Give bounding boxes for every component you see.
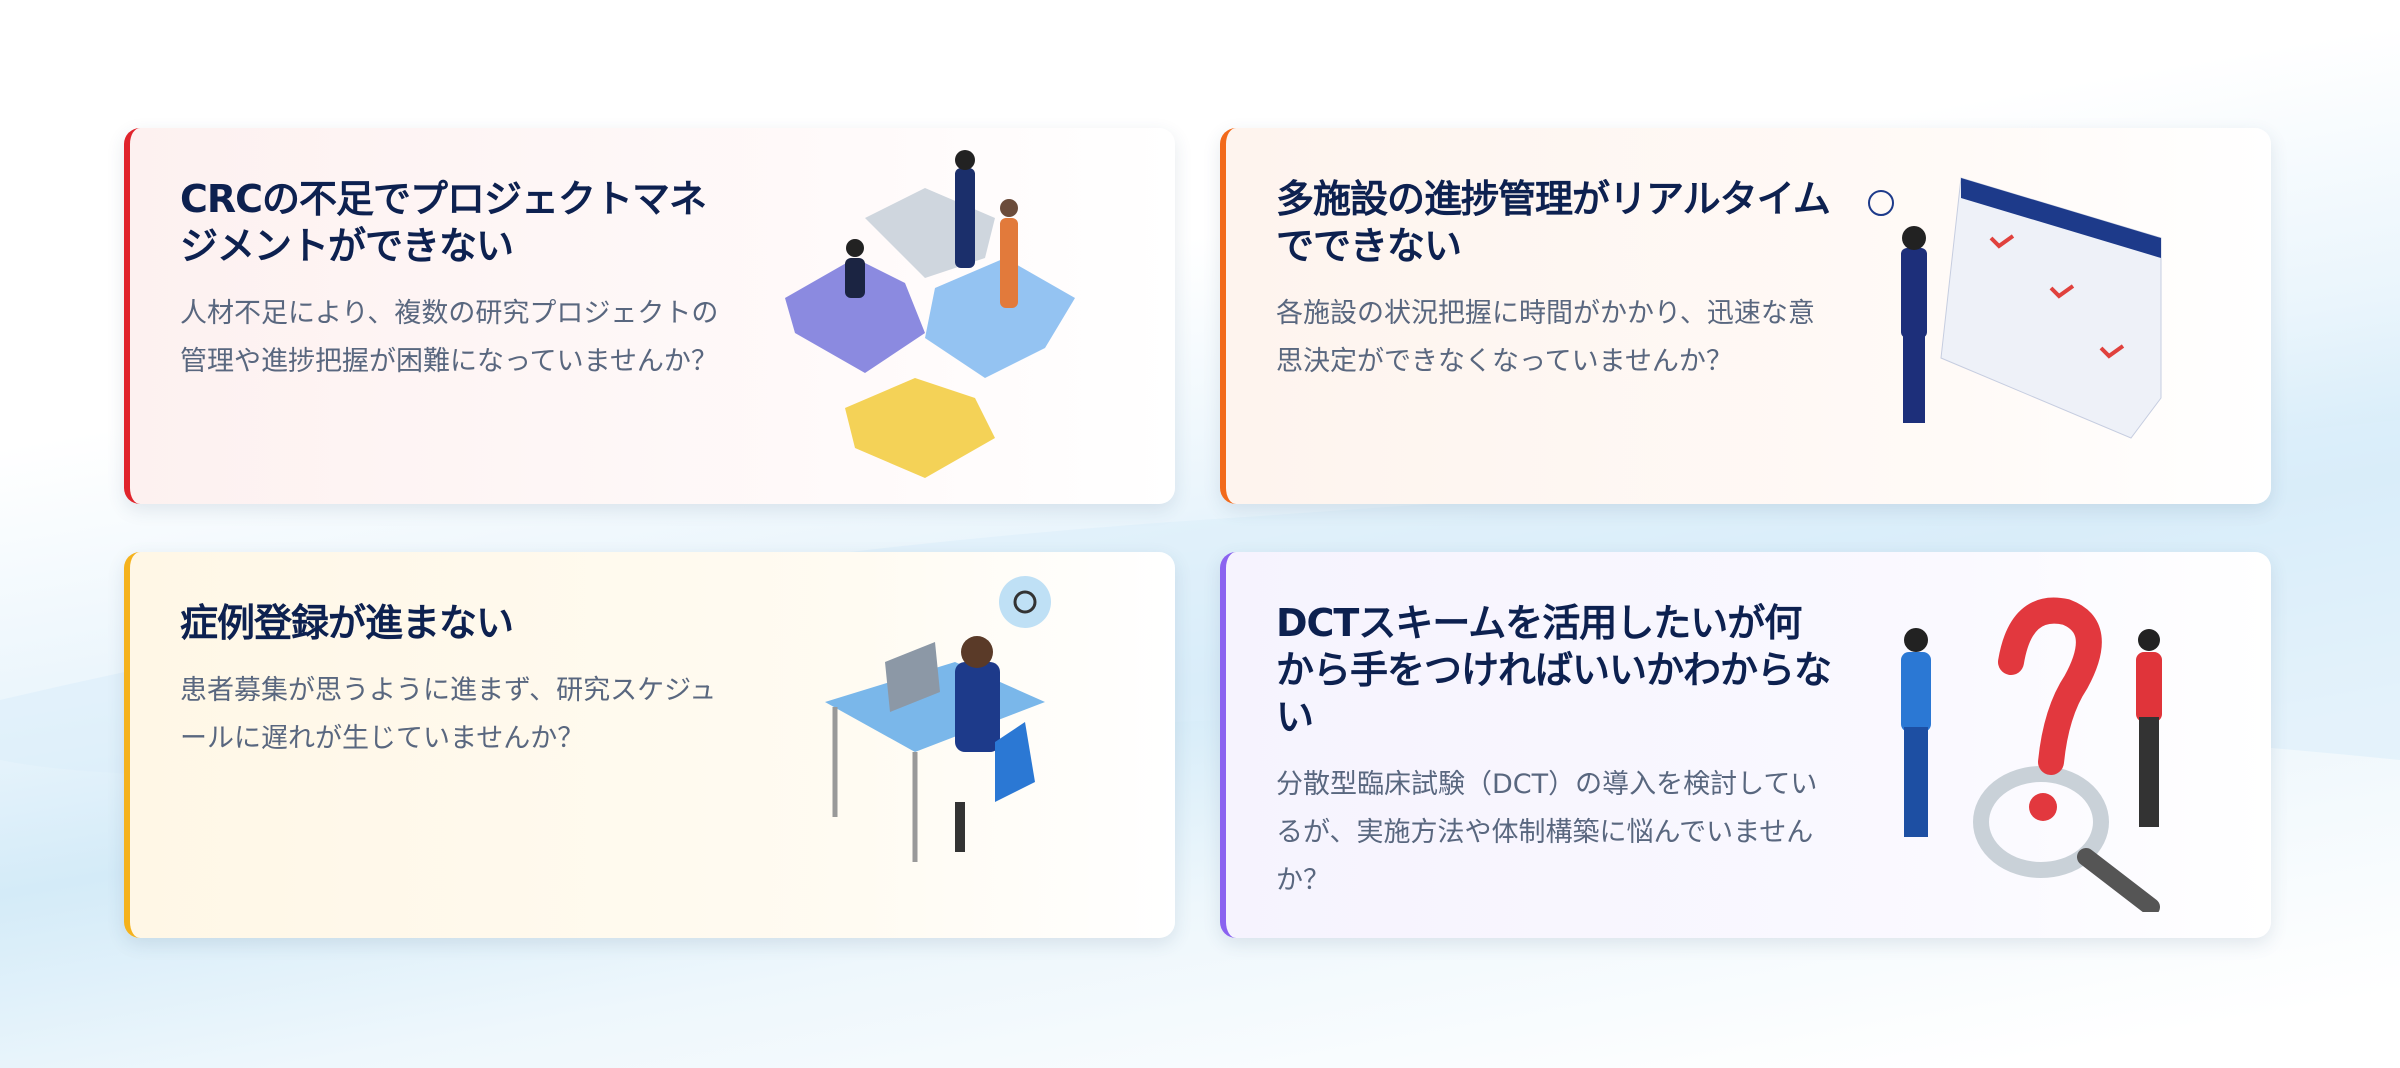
calendar-confused-man-illustration	[1868, 177, 2162, 439]
problem-card-crc-shortage: CRCの不足でプロジェクトマネジメントができない 人材不足により、複数の研究プロ…	[124, 128, 1175, 504]
problem-card-multisite-progress: 多施設の進捗管理がリアルタイムでできない 各施設の状況把握に時間がかかり、迅速な…	[1220, 128, 2271, 504]
card-title: 多施設の進捗管理がリアルタイムでできない	[1276, 177, 1831, 268]
card-description: 各施設の状況把握に時間がかかり、迅速な意思決定ができなくなっていませんか？	[1276, 298, 1815, 377]
card-title: 症例登録が進まない	[180, 601, 514, 645]
card-description: 患者募集が思うように進まず、研究スケジュールに遅れが生じていませんか？	[180, 675, 717, 754]
card-title: DCTスキームを活用したいが何から手をつければいいかわからない	[1276, 601, 1832, 739]
problem-card-case-registration: 症例登録が進まない 患者募集が思うように進まず、研究スケジュールに遅れが生じてい…	[124, 552, 1175, 938]
card-description: 人材不足により、複数の研究プロジェクトの管理や進捗把握が困難になっていませんか？	[180, 298, 719, 377]
puzzle-team-illustration	[785, 150, 1075, 478]
question-magnifier-illustration	[1901, 597, 2162, 912]
card-description: 分散型臨床試験（DCT）の導入を検討しているが、実施方法や体制構築に悩んでいませ…	[1276, 769, 1818, 896]
problem-card-dct-scheme: DCTスキームを活用したいが何から手をつければいいかわからない 分散型臨床試験（…	[1220, 552, 2271, 938]
card-title: CRCの不足でプロジェクトマネジメントができない	[180, 177, 707, 268]
worker-at-desk-illustration	[825, 576, 1051, 862]
